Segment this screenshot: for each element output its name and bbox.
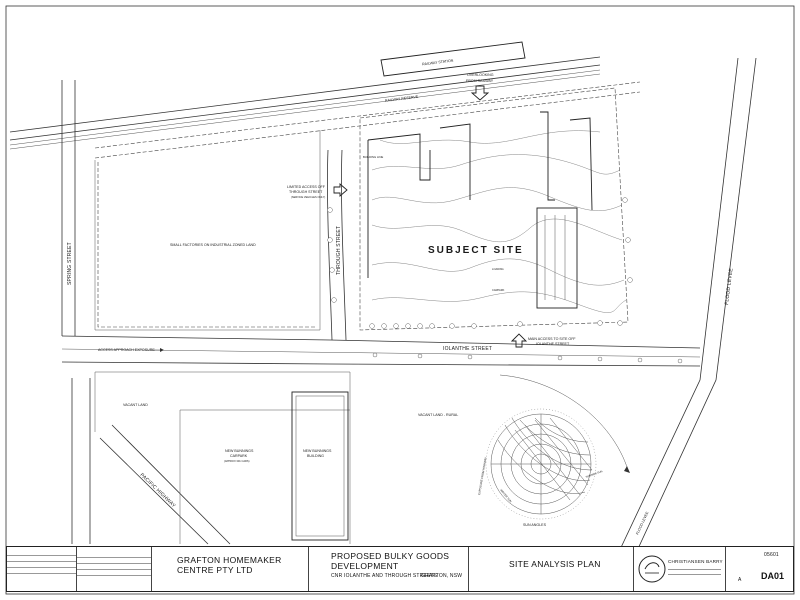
project-name-2: DEVELOPMENT bbox=[331, 561, 399, 571]
through-street: THROUGH STREET bbox=[327, 149, 347, 341]
sheet-border bbox=[5, 5, 795, 595]
limited-access-label-1: LIMITED ACCESS OFF bbox=[287, 185, 326, 189]
railway-reserve-label: RAILWAY RESERVE bbox=[385, 95, 419, 103]
overlooking-label-1: OVERLOOKING bbox=[467, 73, 494, 77]
main-access-arrow: MAIN ACCESS TO SITE OFF IOLANTHE STREET bbox=[510, 333, 576, 348]
firm-name: CHRISTIANSEN BARRY bbox=[668, 559, 723, 564]
revision-letter: A bbox=[738, 577, 742, 583]
carpark-small-label: CARPARK bbox=[492, 288, 505, 292]
client-name-1: GRAFTON HOMEMAKER bbox=[177, 555, 282, 565]
exposure-highway-label: EXPOSURE FROM HIGHWAY bbox=[477, 457, 488, 496]
flood-levee: FLOOD LEVEE FLOOD LEVEE bbox=[599, 57, 757, 593]
drawing-number: DA01 bbox=[761, 571, 785, 581]
client-name-2: CENTRE PTY LTD bbox=[177, 565, 253, 575]
firm-logo-icon bbox=[638, 555, 666, 583]
sun-angle-diagram: SUN ANGLES WINTER SUN SUMMER SUN bbox=[485, 374, 630, 527]
project-town: GRAFTON, NSW bbox=[421, 573, 463, 579]
project-address: CNR IOLANTHE AND THROUGH STREETS bbox=[331, 573, 438, 579]
lower-block bbox=[94, 371, 351, 544]
main-access-label-2: IOLANTHE STREET bbox=[536, 342, 570, 346]
pacific-highway-label: PACIFIC HIGHWAY bbox=[139, 472, 177, 509]
flood-levee-label-2: FLOOD LEVEE bbox=[635, 511, 649, 536]
iolanthe-street: IOLANTHE STREET ACCESS APPROACH EXPOSURE bbox=[61, 335, 701, 367]
bunnings-carpark-label-2: CARPARK bbox=[230, 454, 248, 458]
small-factories-label: SMALL FACTORIES ON INDUSTRIAL ZONED LAND bbox=[170, 243, 256, 247]
notes-cell bbox=[77, 547, 152, 591]
summer-sun-label: SUMMER SUN bbox=[585, 469, 603, 479]
access-approach-label: ACCESS APPROACH EXPOSURE bbox=[98, 348, 155, 352]
title-block: GRAFTON HOMEMAKER CENTRE PTY LTD PROPOSE… bbox=[6, 546, 794, 592]
spring-street: SPRING STREET bbox=[61, 80, 76, 336]
loading-label: LOADING bbox=[492, 267, 504, 271]
overlooking-label-2: FROM RAILWAY bbox=[466, 79, 494, 83]
drawing-title: SITE ANALYSIS PLAN bbox=[509, 559, 601, 569]
spring-street-label: SPRING STREET bbox=[67, 242, 73, 285]
bunnings-carpark-label-1: NEW BUNNINGS bbox=[225, 449, 254, 453]
bunnings-building: NEW BUNNINGS BUILDING bbox=[291, 391, 349, 541]
pacific-highway: PACIFIC HIGHWAY bbox=[71, 378, 231, 545]
railway-station: RAILWAY STATION bbox=[380, 41, 526, 77]
limited-access-note: (SERVICE VEHICLES ONLY) bbox=[291, 195, 325, 199]
bunnings-building-label-2: BUILDING bbox=[307, 454, 324, 458]
drawing-number-cell: 05601 A DA01 bbox=[726, 547, 793, 591]
subject-site-label: SUBJECT SITE bbox=[428, 245, 524, 256]
revision-table bbox=[7, 547, 77, 591]
overlooking-arrow: OVERLOOKING FROM RAILWAY bbox=[466, 73, 494, 101]
bunnings-building-label-1: NEW BUNNINGS bbox=[303, 449, 332, 453]
main-access-label-1: MAIN ACCESS TO SITE OFF bbox=[528, 337, 576, 341]
street-trees bbox=[327, 197, 683, 364]
project-name-1: PROPOSED BULKY GOODS bbox=[331, 551, 450, 561]
vacant-land-rural-label: VACANT LAND - RURAL bbox=[418, 413, 458, 417]
client-cell: GRAFTON HOMEMAKER CENTRE PTY LTD bbox=[152, 547, 309, 591]
limited-access-label-2: THROUGH STREET bbox=[289, 190, 323, 194]
drawing-title-cell: SITE ANALYSIS PLAN bbox=[469, 547, 634, 591]
building-line-label: BUILDING LINE bbox=[363, 155, 383, 159]
through-street-label: THROUGH STREET bbox=[336, 226, 342, 275]
factory-block bbox=[94, 130, 321, 331]
iolanthe-street-label: IOLANTHE STREET bbox=[443, 346, 492, 352]
project-cell: PROPOSED BULKY GOODS DEVELOPMENT CNR IOL… bbox=[309, 547, 469, 591]
limited-access-arrow: LIMITED ACCESS OFF THROUGH STREET (SERVI… bbox=[287, 183, 348, 199]
flood-levee-label: FLOOD LEVEE bbox=[724, 267, 735, 305]
firm-cell: CHRISTIANSEN BARRY bbox=[634, 547, 726, 591]
railway-corridor bbox=[9, 56, 641, 159]
vacant-land-label: VACANT LAND bbox=[123, 403, 148, 407]
sun-angles-label: SUN ANGLES bbox=[523, 523, 547, 527]
railway-station-label: RAILWAY STATION bbox=[422, 59, 454, 67]
bunnings-carpark-note: (APPROX 301 CARS) bbox=[224, 459, 250, 463]
job-number: 05601 bbox=[764, 552, 779, 558]
subject-site: SUBJECT SITE BUILDING LINE LOADING CARPA… bbox=[327, 87, 683, 364]
